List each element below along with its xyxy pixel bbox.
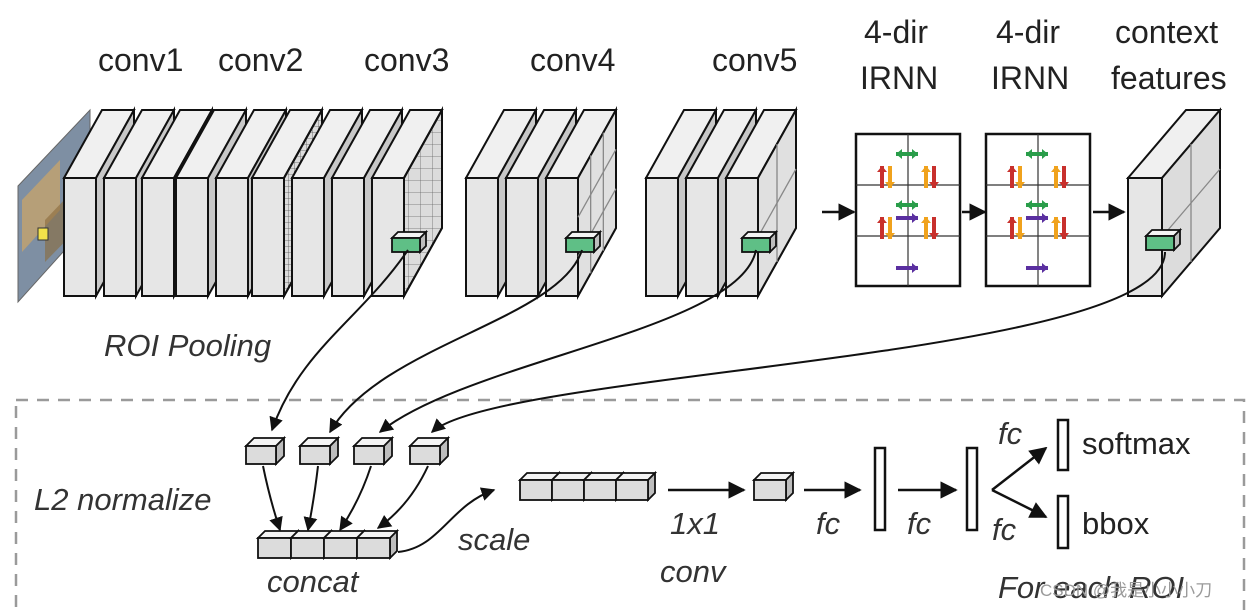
conv4-label: conv4: [530, 42, 616, 78]
roi-pooling-label: ROI Pooling: [104, 328, 272, 363]
l2-normalize-label: L2 normalize: [34, 482, 212, 517]
roi-cube-3: [389, 229, 429, 255]
fc-label-2: fc: [907, 506, 932, 541]
bottom-pipeline: [243, 435, 796, 561]
roi-dashed-region: [14, 398, 1246, 610]
fc-label-1: fc: [816, 506, 841, 541]
concat-label: concat: [267, 564, 359, 599]
irnn1-label-line1: 4-dir: [864, 14, 929, 50]
fc-bars: [873, 418, 1070, 550]
bbox-label: bbox: [1082, 506, 1150, 541]
pooled-cube-1: [243, 435, 287, 467]
irnn2-label-line2: IRNN: [991, 60, 1070, 96]
bottom-flow-arrows: [668, 446, 1048, 519]
roi-cube-context: [1143, 227, 1183, 253]
fc-bar-1: [873, 446, 887, 532]
context-features-block: [1125, 107, 1223, 299]
conv3-label: conv3: [364, 42, 450, 78]
pooled-cube-3: [351, 435, 395, 467]
fc-label-softmax: fc: [998, 416, 1023, 451]
irnn-boxes: [854, 132, 1092, 288]
context-label-line2: features: [1111, 60, 1227, 96]
watermark: CSDN @我是小小小刀: [1040, 581, 1213, 600]
bbox-bar: [1056, 494, 1070, 550]
scaled-cell-4: [613, 470, 658, 503]
irnn-box-2: [984, 132, 1092, 288]
fc-bar-2: [965, 446, 979, 532]
irnn-box-1: [854, 132, 962, 288]
scale-label: scale: [458, 522, 531, 557]
scale-arrow: [397, 487, 496, 553]
conv-feature-blocks: [62, 106, 798, 300]
roi-to-pool-arrows: [269, 249, 1166, 434]
conv5-label: conv5: [712, 42, 798, 78]
pooled-cube-4: [407, 435, 451, 467]
conv1x1-output-cube: [751, 470, 796, 503]
concat-cell-4: [354, 528, 400, 561]
softmax-bar: [1056, 418, 1070, 472]
for-each-roi-label: For each ROI: [998, 570, 1185, 605]
conv1-label: conv1: [98, 42, 184, 78]
pooled-cube-2: [297, 435, 341, 467]
irnn1-label-line2: IRNN: [860, 60, 939, 96]
roi-cube-4: [563, 229, 603, 255]
pool-to-concat-arrows: [262, 465, 429, 532]
roi-cube-5: [739, 229, 779, 255]
conv-1x1-label-line1: 1x1: [670, 506, 720, 541]
softmax-label: softmax: [1082, 426, 1191, 461]
context-slab: [1125, 107, 1223, 299]
fc-label-bbox: fc: [992, 512, 1017, 547]
context-label-line1: context: [1115, 14, 1219, 50]
irnn2-label-line1: 4-dir: [996, 14, 1061, 50]
conv-1x1-label-line2: conv: [660, 554, 726, 589]
conv2-label: conv2: [218, 42, 304, 78]
